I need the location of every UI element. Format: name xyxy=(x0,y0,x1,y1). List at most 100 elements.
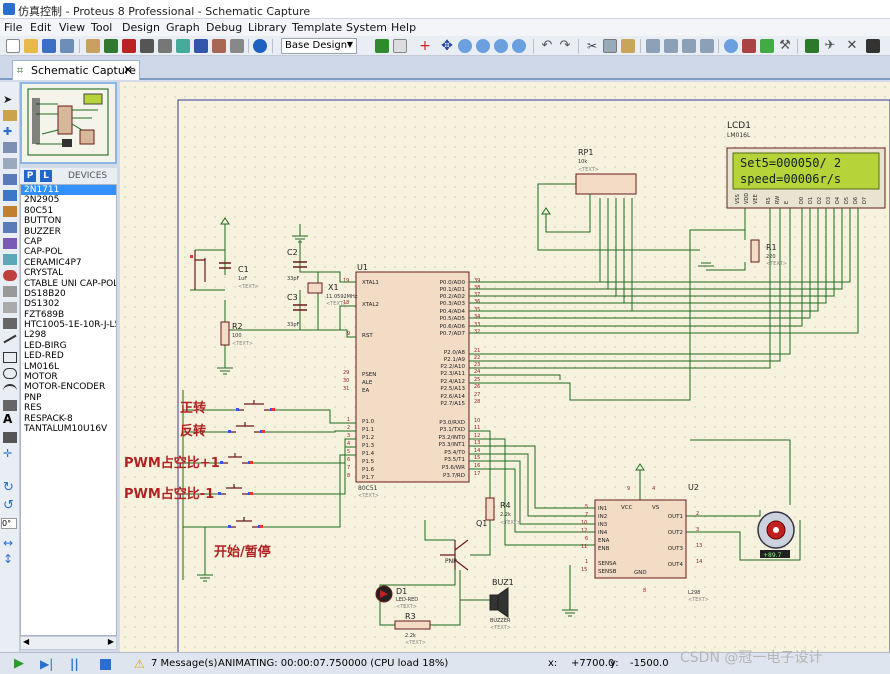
list-item[interactable]: CERAMIC4P7 xyxy=(24,257,82,268)
list-item[interactable]: CRYSTAL xyxy=(24,268,64,279)
block-delete-icon[interactable] xyxy=(700,39,714,53)
scroll-right-icon[interactable]: ▶ xyxy=(107,637,114,646)
copy-icon[interactable] xyxy=(603,39,617,53)
overview-preview[interactable] xyxy=(20,82,117,164)
list-item[interactable]: LED-RED xyxy=(24,351,64,362)
list-item[interactable]: L298 xyxy=(24,330,47,341)
list-item[interactable]: LM016L xyxy=(24,361,59,372)
list-item[interactable]: BUZZER xyxy=(24,226,61,237)
source-icon[interactable] xyxy=(194,39,208,53)
netlist-icon[interactable] xyxy=(805,39,819,53)
c3[interactable]: C3 33pF xyxy=(287,293,307,328)
wire-label-icon[interactable] xyxy=(3,142,17,153)
close-icon[interactable]: ✕ xyxy=(122,63,133,77)
library-manager-button[interactable]: L xyxy=(40,170,52,182)
tools-icon[interactable]: ⚒ xyxy=(779,38,791,53)
stop-icon[interactable] xyxy=(100,659,111,670)
text-script-icon[interactable] xyxy=(3,158,17,169)
graph-icon[interactable] xyxy=(3,238,17,249)
terminal-icon[interactable] xyxy=(3,206,17,217)
pan-icon[interactable]: ✥ xyxy=(441,38,453,54)
r1[interactable]: R1 220 <TEXT> xyxy=(750,239,787,267)
r3[interactable]: R3 2.2k <TEXT> xyxy=(394,612,431,646)
zoom-area-icon[interactable] xyxy=(512,39,526,53)
menu-library[interactable]: Library xyxy=(248,21,287,34)
origin-icon[interactable]: + xyxy=(419,38,431,54)
menu-graph[interactable]: Graph xyxy=(166,21,200,34)
list-item[interactable]: 2N1711 xyxy=(21,185,116,196)
block-move-icon[interactable] xyxy=(664,39,678,53)
component-mode-icon[interactable] xyxy=(3,110,17,121)
library-icon[interactable] xyxy=(230,39,244,53)
pick-devices-button[interactable]: P xyxy=(24,170,36,182)
list-item[interactable]: DS1302 xyxy=(24,299,60,310)
electrical-rule-icon[interactable]: ✈ xyxy=(824,38,836,53)
menu-edit[interactable]: Edit xyxy=(30,21,52,34)
list-item[interactable]: HTC1005-1E-10R-J-L5 xyxy=(24,320,116,331)
tab-schematic-capture[interactable]: ⌗ Schematic Capture ✕ xyxy=(12,60,140,80)
mirror-vertical-icon[interactable]: ↕ xyxy=(3,552,14,566)
pause-icon[interactable]: || xyxy=(70,657,79,671)
list-item[interactable]: MOTOR xyxy=(24,372,58,383)
search-icon[interactable] xyxy=(724,39,738,53)
devices-scrollbar[interactable]: ◀ ▶ xyxy=(20,636,117,650)
redo-icon[interactable]: ↷ xyxy=(559,38,571,53)
rp1[interactable]: RP1 10k <TEXT> xyxy=(575,148,637,195)
step-icon[interactable]: ▶| xyxy=(40,657,54,671)
list-item[interactable]: LED-BIRG xyxy=(24,340,67,351)
block-rotate-icon[interactable] xyxy=(682,39,696,53)
home-icon[interactable] xyxy=(86,39,100,53)
menu-help[interactable]: Help xyxy=(391,21,417,34)
r2[interactable]: R2 100 <TEXT> xyxy=(220,321,253,347)
save-icon[interactable] xyxy=(42,39,56,53)
3d-icon[interactable] xyxy=(140,39,154,53)
zoom-out-icon[interactable] xyxy=(476,39,490,53)
new-file-icon[interactable] xyxy=(6,39,20,53)
select-mode-icon[interactable]: ➤ xyxy=(3,93,13,106)
marker-icon[interactable]: ✛ xyxy=(3,447,13,460)
help-icon[interactable] xyxy=(253,39,267,53)
cut-icon[interactable]: ✂ xyxy=(586,39,598,53)
buz1-buzzer[interactable]: BUZ1 BUZZER <TEXT> xyxy=(489,578,514,631)
line-icon[interactable] xyxy=(3,334,17,344)
r4[interactable]: R4 2.2k <TEXT> xyxy=(485,497,521,526)
scroll-left-icon[interactable]: ◀ xyxy=(23,637,30,646)
menu-file[interactable]: File xyxy=(4,21,23,34)
menu-debug[interactable]: Debug xyxy=(206,21,243,34)
list-item[interactable]: 80C51 xyxy=(24,205,54,216)
list-item[interactable]: 2N2905 xyxy=(24,195,60,206)
refresh-icon[interactable] xyxy=(375,39,389,53)
pcb-icon[interactable] xyxy=(122,39,136,53)
symbol-icon[interactable] xyxy=(3,432,17,443)
voltage-probe-icon[interactable] xyxy=(3,286,17,297)
list-item[interactable]: PNP xyxy=(24,392,42,403)
list-item[interactable]: FZT689B xyxy=(24,309,65,320)
menu-tool[interactable]: Tool xyxy=(91,21,113,34)
debug-icon[interactable] xyxy=(212,39,226,53)
property-icon[interactable]: ✕ xyxy=(846,38,858,53)
generator-icon[interactable] xyxy=(3,270,17,281)
devices-list[interactable]: 2N1711 2N2905 80C51 BUTTON BUZZER CAP CA… xyxy=(20,184,117,636)
message-count[interactable]: 7 Message(s) xyxy=(151,658,218,669)
block-copy-icon[interactable] xyxy=(646,39,660,53)
gerber-icon[interactable] xyxy=(158,39,172,53)
subcircuit-icon[interactable] xyxy=(3,190,17,201)
arc-icon[interactable] xyxy=(3,384,17,395)
lcd1[interactable]: LCD1 LM016L Set5=000050/ 2 speed=00006r/… xyxy=(726,121,886,209)
list-item[interactable]: CAP-POL xyxy=(24,247,63,258)
play-icon[interactable]: ▶ xyxy=(14,656,24,671)
design-select[interactable]: Base Design ▼ xyxy=(281,38,357,54)
design-explorer-icon[interactable] xyxy=(866,39,880,53)
list-item[interactable]: CAP xyxy=(24,236,42,247)
list-item[interactable]: MOTOR-ENCODER xyxy=(24,382,106,393)
grid-icon[interactable] xyxy=(393,39,407,53)
list-item[interactable]: BUTTON xyxy=(24,216,62,227)
rotate-ccw-icon[interactable]: ↺ xyxy=(3,498,14,513)
menu-system[interactable]: System xyxy=(346,21,388,34)
virtual-instrument-icon[interactable] xyxy=(3,318,17,329)
mirror-horizontal-icon[interactable]: ↔ xyxy=(3,536,14,550)
undo-icon[interactable]: ↶ xyxy=(541,38,553,53)
zoom-all-icon[interactable] xyxy=(494,39,508,53)
c2[interactable]: C2 33pF xyxy=(287,248,307,282)
box-icon[interactable] xyxy=(3,352,17,363)
